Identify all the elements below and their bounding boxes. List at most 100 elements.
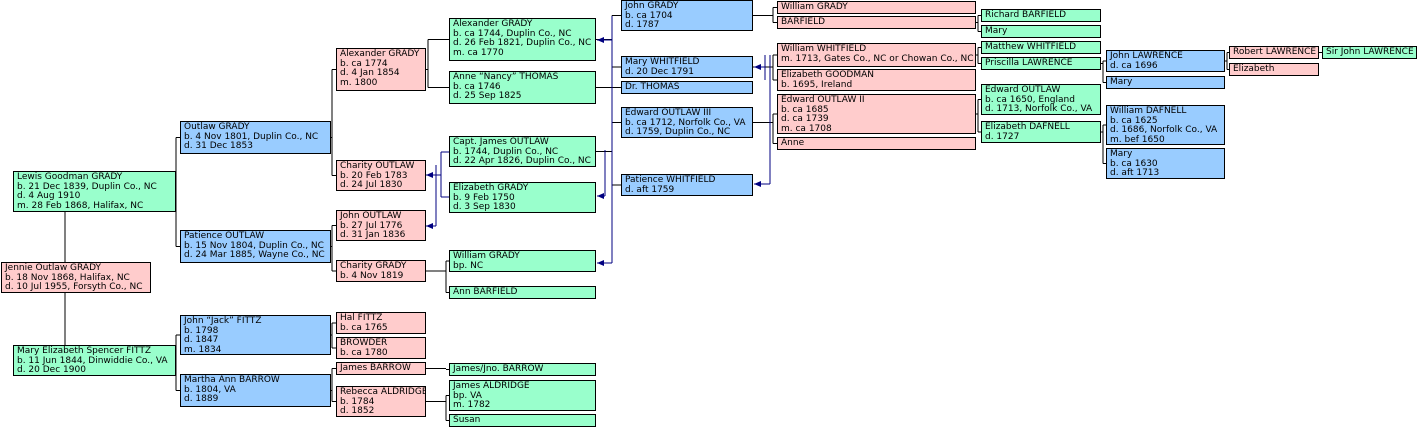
person-detail: d. 20 Dec 1791: [625, 66, 694, 77]
person-name: Elizabeth GRADY: [453, 183, 529, 193]
person-detail: b. ca 1650, England: [985, 94, 1075, 105]
person-detail: b. ca 1704: [625, 10, 673, 21]
person-name: Mary WHITFIELD: [625, 57, 700, 67]
person-box-dr-thomas[interactable]: Dr. THOMAS: [621, 81, 753, 94]
person-name: Outlaw GRADY: [184, 122, 250, 132]
person-detail: d. 24 Mar 1885, Wayne Co., NC: [184, 250, 325, 260]
person-box-james-barrow[interactable]: James BARROW: [336, 362, 426, 375]
person-name: Edward OUTLAW II: [781, 95, 865, 105]
person-box-richard-barfield[interactable]: Richard BARFIELD: [981, 9, 1101, 22]
person-box-robert-lawrence[interactable]: Robert LAWRENCE: [1229, 46, 1319, 59]
person-name: Elizabeth GOODMAN: [781, 70, 874, 80]
person-detail: d. 22 Apr 1826, Duplin Co., NC: [453, 156, 591, 166]
person-detail: b. 15 Nov 1804, Duplin Co., NC: [184, 240, 324, 251]
person-detail: b. ca 1746: [453, 81, 501, 92]
person-name: Patience WHITFIELD: [625, 175, 716, 185]
person-name: John “Jack” FITTZ: [184, 316, 262, 326]
person-name: Hal FITTZ: [340, 313, 383, 323]
person-detail: b. ca 1625: [1110, 115, 1158, 126]
person-name: Edward OUTLAW III: [625, 108, 712, 118]
person-detail: m. 28 Feb 1868, Halifax, NC: [17, 200, 144, 211]
person-detail: b. 27 Jul 1776: [340, 220, 403, 231]
person-detail: b. 4 Nov 1801, Duplin Co., NC: [184, 131, 319, 142]
person-detail: m. 1800: [340, 77, 378, 88]
person-detail: d. 20 Dec 1900: [17, 365, 86, 375]
person-name: Ann BARFIELD: [453, 287, 518, 297]
person-name: BROWDER: [340, 338, 388, 348]
person-detail: d. aft 1713: [1110, 168, 1160, 178]
person-box-mary-g7[interactable]: Mary: [981, 25, 1101, 38]
person-box-barfield[interactable]: BARFIELD: [777, 16, 976, 29]
person-name: Dr. THOMAS: [625, 82, 680, 92]
person-box-james-jno-barrow[interactable]: James/Jno. BARROW: [449, 363, 596, 376]
person-box-sir-john-lawrence[interactable]: Sir John LAWRENCE: [1322, 46, 1417, 59]
person-name: Elizabeth DAFNELL: [985, 122, 1070, 132]
person-name: William DAFNELL: [1110, 106, 1187, 116]
person-name: Charity OUTLAW: [340, 161, 415, 171]
person-box-ann-barfield[interactable]: Ann BARFIELD: [449, 286, 596, 299]
person-detail: m. 1782: [453, 400, 491, 410]
person-name: Matthew WHITFIELD: [985, 42, 1077, 52]
person-box-mary-g8a[interactable]: Mary: [1106, 76, 1225, 89]
person-box-susan[interactable]: Susan: [449, 414, 596, 427]
person-name: Edward OUTLAW: [985, 85, 1061, 95]
person-detail: b. 11 Jun 1844, Dinwiddie Co., VA: [17, 355, 168, 366]
person-box-william-grady[interactable]: William GRADY: [777, 1, 976, 14]
person-box-anne[interactable]: Anne: [777, 137, 976, 150]
person-detail: m. bef 1650: [1110, 134, 1165, 145]
person-name: Mary: [1110, 149, 1133, 159]
person-detail: d. 1847: [184, 335, 219, 345]
person-detail: d. 1686, Norfolk Co., VA: [1110, 125, 1218, 135]
person-box-matthew-whitfield[interactable]: Matthew WHITFIELD: [981, 41, 1101, 54]
person-name: John LAWRENCE: [1110, 51, 1183, 61]
arrow-icon: [426, 223, 433, 229]
person-detail: m. 1834: [184, 344, 222, 355]
person-name: Mary: [985, 26, 1008, 36]
person-name: Anne: [781, 138, 805, 148]
person-box-elizabeth-g9[interactable]: Elizabeth: [1229, 63, 1319, 76]
person-detail: b. ca 1765: [340, 322, 388, 333]
person-detail: b. 4 Nov 1819: [340, 270, 404, 281]
person-detail: b. ca 1685: [781, 104, 829, 115]
person-detail: b. 1744, Duplin Co., NC: [453, 146, 559, 157]
person-detail: d. ca 1696: [1110, 60, 1158, 71]
person-detail: d. ca 1739: [781, 114, 829, 124]
person-detail: d. 25 Sep 1825: [453, 91, 522, 101]
person-name: James BARROW: [340, 363, 411, 373]
arrow-icon: [754, 64, 761, 70]
person-box-priscilla-lawrence[interactable]: Priscilla LAWRENCE: [981, 57, 1101, 70]
